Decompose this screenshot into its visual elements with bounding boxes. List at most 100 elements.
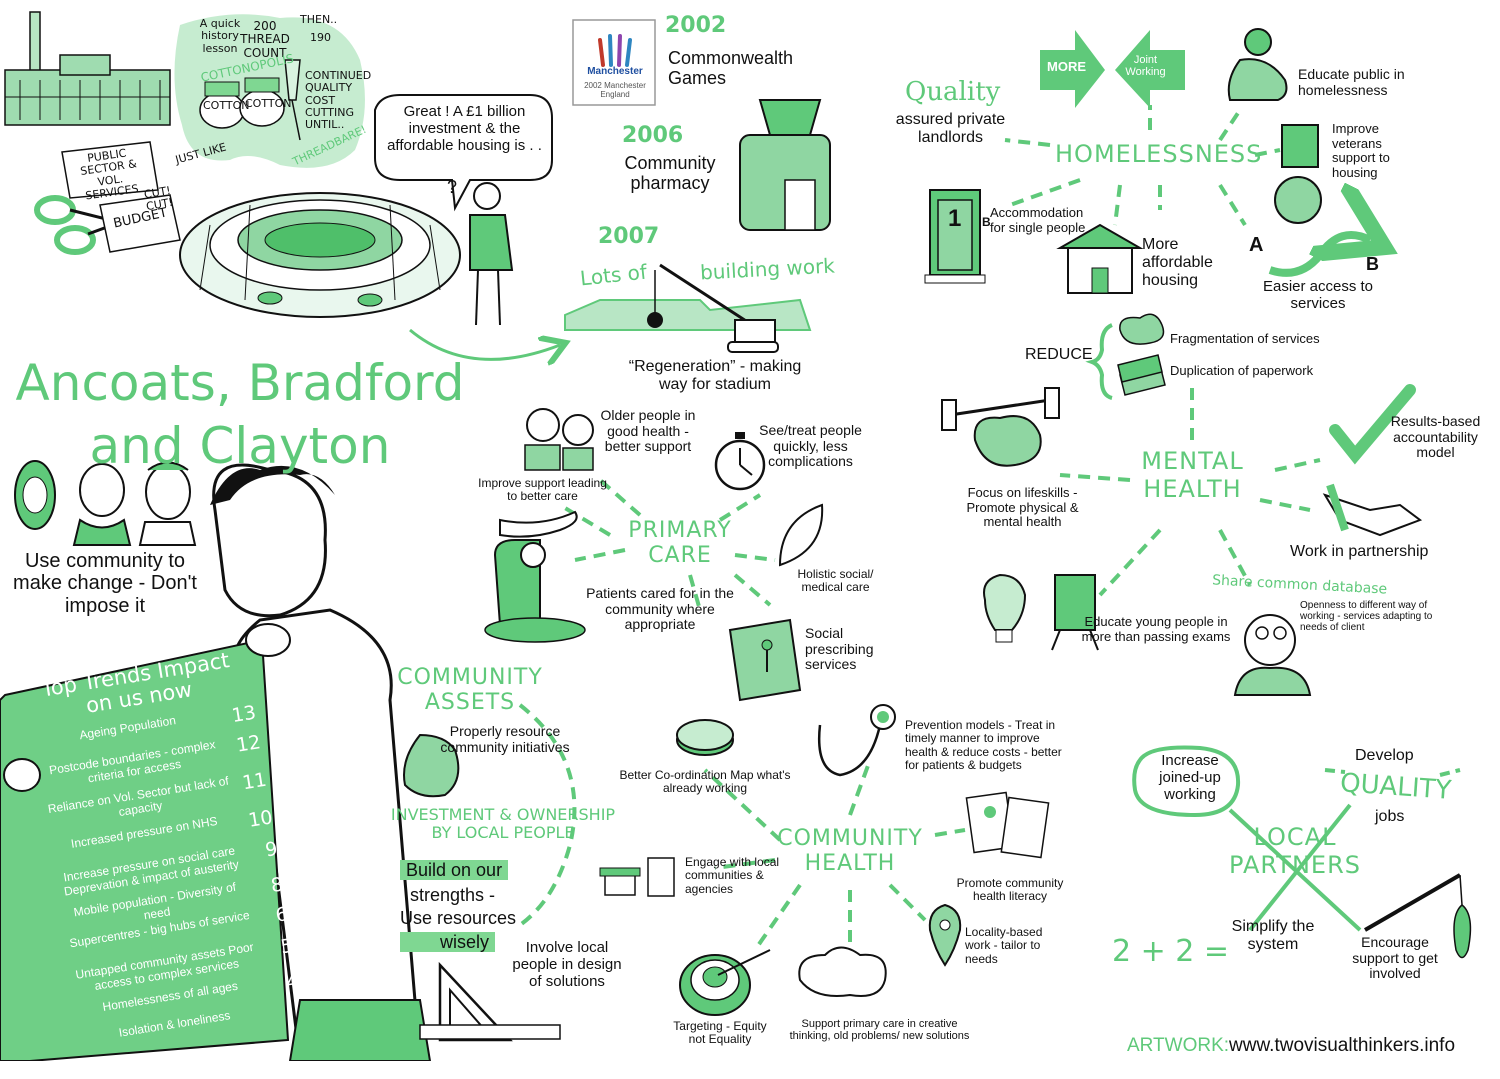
artwork-credit: ARTWORK:www.twovisualthinkers.info — [1127, 1035, 1455, 1056]
accommodation-label: Accommodation for single people — [990, 205, 1086, 235]
locality-based-label: Locality-based work - tailor to needs — [965, 925, 1043, 966]
build-strengths-line-1: Build on our — [400, 860, 509, 880]
front-door-icon — [924, 189, 986, 284]
community-health-title: COMMUNITY HEALTH — [777, 826, 923, 877]
joint-working-label: Joint Working — [1125, 54, 1166, 79]
two-plus-two-label: 2 + 2 = — [1112, 934, 1230, 969]
targeting-label: Targeting - Equity not Equality — [673, 1019, 767, 1047]
public-sector-paper — [61, 141, 159, 199]
see-treat-label: See/treat people quickly, less complicat… — [759, 422, 862, 470]
stethoscope-icon — [818, 704, 896, 777]
compass-icon — [676, 719, 734, 756]
older-couple-icon — [524, 408, 594, 471]
encourage-support-label: Encourage support to get involved — [1352, 934, 1438, 982]
educate-young-label: Educate young people in more than passin… — [1081, 614, 1231, 644]
build-strengths-line-4: wisely — [400, 932, 496, 952]
fragmentation-label: Fragmentation of services — [1170, 331, 1320, 346]
increase-joined-up-label: Increase joined-up working — [1159, 752, 1221, 803]
lightbulb-icon — [983, 573, 1027, 643]
a-to-b-arrow — [1268, 235, 1370, 277]
paperwork-stack-icon — [1117, 354, 1166, 396]
cotton-icon — [199, 77, 285, 129]
leaflets-icon — [965, 791, 1050, 859]
money-bag-icon — [403, 733, 460, 798]
regeneration-label: “Regeneration” - making way for stadium — [628, 358, 802, 393]
easier-access-label: Easier access to services — [1262, 278, 1374, 312]
thinking-man-icon — [1233, 614, 1312, 696]
better-coordination-label: Better Co-ordination Map what's already … — [619, 768, 791, 796]
veterans-label: Improve veterans support to housing — [1332, 121, 1390, 180]
affordable-housing-label: More affordable housing — [1142, 236, 1213, 289]
stopwatch-icon — [714, 432, 766, 491]
build-strengths-text-1: Build on our — [400, 860, 509, 880]
mental-health-title: MENTAL HEALTH — [1141, 447, 1244, 503]
door-letter: B — [982, 215, 991, 229]
more-label: MORE — [1047, 59, 1086, 74]
build-strengths-line-2: strengths - — [410, 885, 496, 905]
quality-label: Quality — [905, 77, 1001, 107]
increase-joined-up-loop — [1132, 745, 1241, 818]
public-sector-label: PUBLIC SECTOR & VOL. SERVICES — [79, 146, 140, 203]
fishing-rod-icon — [1363, 873, 1472, 959]
artwork-url[interactable]: www.twovisualthinkers.info — [1229, 1035, 1456, 1056]
building-work-icon — [564, 263, 812, 353]
artwork-label: ARTWORK: — [1127, 1035, 1230, 1056]
primary-care-title: PRIMARY CARE — [628, 518, 732, 569]
simplify-label: Simplify the system — [1231, 918, 1315, 953]
homelessness-title: HOMELESSNESS — [1055, 140, 1263, 168]
build-strengths-text-4: wisely — [400, 932, 496, 952]
promote-literacy-label: Promote community health literacy — [956, 876, 1064, 904]
a-letter: A — [1249, 234, 1264, 256]
patient-chair-icon — [484, 539, 586, 643]
mental-health-connectors — [1059, 380, 1321, 597]
work-partnership-label: Work in partnership — [1290, 543, 1429, 560]
local-partners-cross — [1228, 803, 1362, 932]
patients-cared-label: Patients cared for in the community wher… — [586, 585, 734, 633]
logo-word: Manchester — [587, 66, 643, 77]
handshake-icon — [1322, 483, 1423, 537]
door-number: 1 — [948, 205, 962, 232]
then-number: 190 — [310, 31, 331, 44]
investment-ownership-label: INVESTMENT & OWNERSHIP BY LOCAL PEOPLE — [390, 805, 616, 843]
develop-label: Develop — [1355, 747, 1414, 764]
educate-public-label: Educate public in homelessness — [1298, 66, 1405, 98]
question-mark: ? — [447, 177, 458, 197]
community-note: Use community to make change - Don't imp… — [13, 550, 197, 617]
year-2006: 2006 — [622, 123, 684, 148]
improve-support-label: Improve support leading to better care — [478, 476, 607, 504]
build-strengths-line-3: Use resources — [400, 908, 517, 928]
community-faces-icon — [14, 460, 197, 546]
stadium-icon — [179, 192, 461, 318]
commonwealth-games-label: Commonwealth Games — [668, 48, 794, 89]
leaf-icon — [778, 503, 824, 567]
speech-text: Great ! A £1 billion investment & the af… — [387, 103, 542, 154]
caring-hand-icon — [499, 510, 578, 538]
checkmark-icon — [1329, 384, 1416, 465]
engage-local-label: Engage with local communities & agencies — [685, 855, 780, 896]
prescription-book-icon — [728, 618, 802, 702]
year-2002: 2002 — [665, 13, 727, 38]
house-icon — [1056, 223, 1144, 294]
commonwealth-logo — [572, 19, 656, 106]
involve-local-label: Involve local people in design of soluti… — [512, 939, 622, 990]
year-2007: 2007 — [598, 224, 660, 249]
budget-paper — [99, 194, 181, 253]
man-with-question-icon — [469, 182, 514, 326]
community-assets-title: COMMUNITY ASSETS — [397, 665, 543, 716]
openness-label: Openness to different way of working - s… — [1300, 600, 1433, 634]
primary-care-connectors — [558, 478, 776, 611]
left-hand — [3, 758, 41, 792]
thought-cloud-icon — [798, 946, 887, 997]
holistic-label: Holistic social/ medical care — [797, 567, 874, 595]
target-icon — [679, 949, 771, 1016]
veterans-medal-icon — [1274, 124, 1322, 224]
then-label: THEN.. — [300, 13, 338, 26]
person-sitting-icon — [1227, 28, 1288, 101]
fragmentation-cloud-icon — [1119, 313, 1165, 345]
continued-label: CONTINUED QUALITY COST CUTTING UNTIL.. — [305, 69, 372, 132]
buildings-icon — [599, 857, 675, 897]
homelessness-connectors — [1004, 105, 1281, 227]
history-lesson-label: A quick history lesson — [199, 17, 241, 55]
community-health-connectors — [703, 759, 966, 952]
reduce-brace — [1085, 323, 1113, 400]
